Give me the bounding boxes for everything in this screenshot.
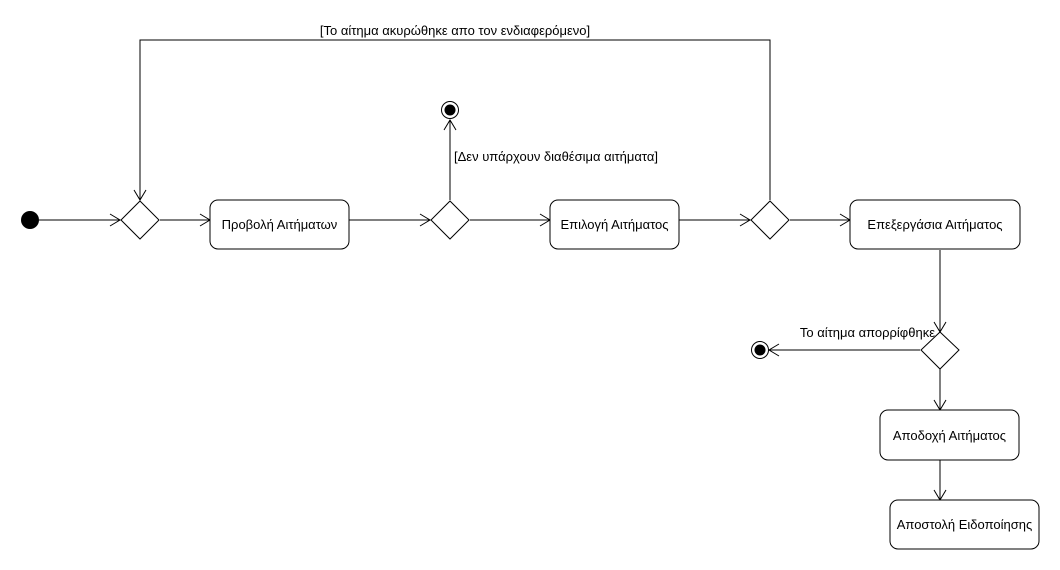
decision-node-cancel [750, 200, 790, 240]
action-send-notification: Αποστολή Ειδοποίησης [889, 499, 1040, 550]
action-send-notification-label: Αποστολή Ειδοποίησης [897, 517, 1032, 532]
decision-node-reject [920, 331, 960, 370]
action-view-requests: Προβολή Αιτήματων [209, 199, 350, 250]
final-node-top [441, 101, 459, 119]
guard-cancelled-label: [Το αίτημα ακυρώθηκε απο τον ενδιαφερόμε… [320, 23, 590, 38]
guard-rejected-label: Το αίτημα απορρίφθηκε [800, 325, 935, 340]
action-select-request: Επιλογή Αιτήματος [549, 199, 680, 250]
merge-node [120, 200, 160, 240]
action-select-request-label: Επιλογή Αιτήματος [560, 217, 668, 232]
action-accept-request-label: Αποδοχή Αιτήματος [893, 428, 1006, 443]
action-process-request: Επεξεργάσια Αιτήματος [849, 199, 1021, 250]
initial-node [21, 211, 39, 229]
action-process-request-label: Επεξεργάσια Αιτήματος [867, 217, 1002, 232]
decision-node-requests [430, 200, 470, 240]
action-view-requests-label: Προβολή Αιτήματων [222, 217, 338, 232]
final-node-left [751, 341, 769, 359]
edge-cancel-loop [139, 39, 771, 200]
edges [39, 39, 947, 501]
guard-no-requests-label: [Δεν υπάρχουν διαθέσιμα αιτήματα] [454, 149, 658, 164]
action-accept-request: Αποδοχή Αιτήματος [879, 409, 1020, 461]
